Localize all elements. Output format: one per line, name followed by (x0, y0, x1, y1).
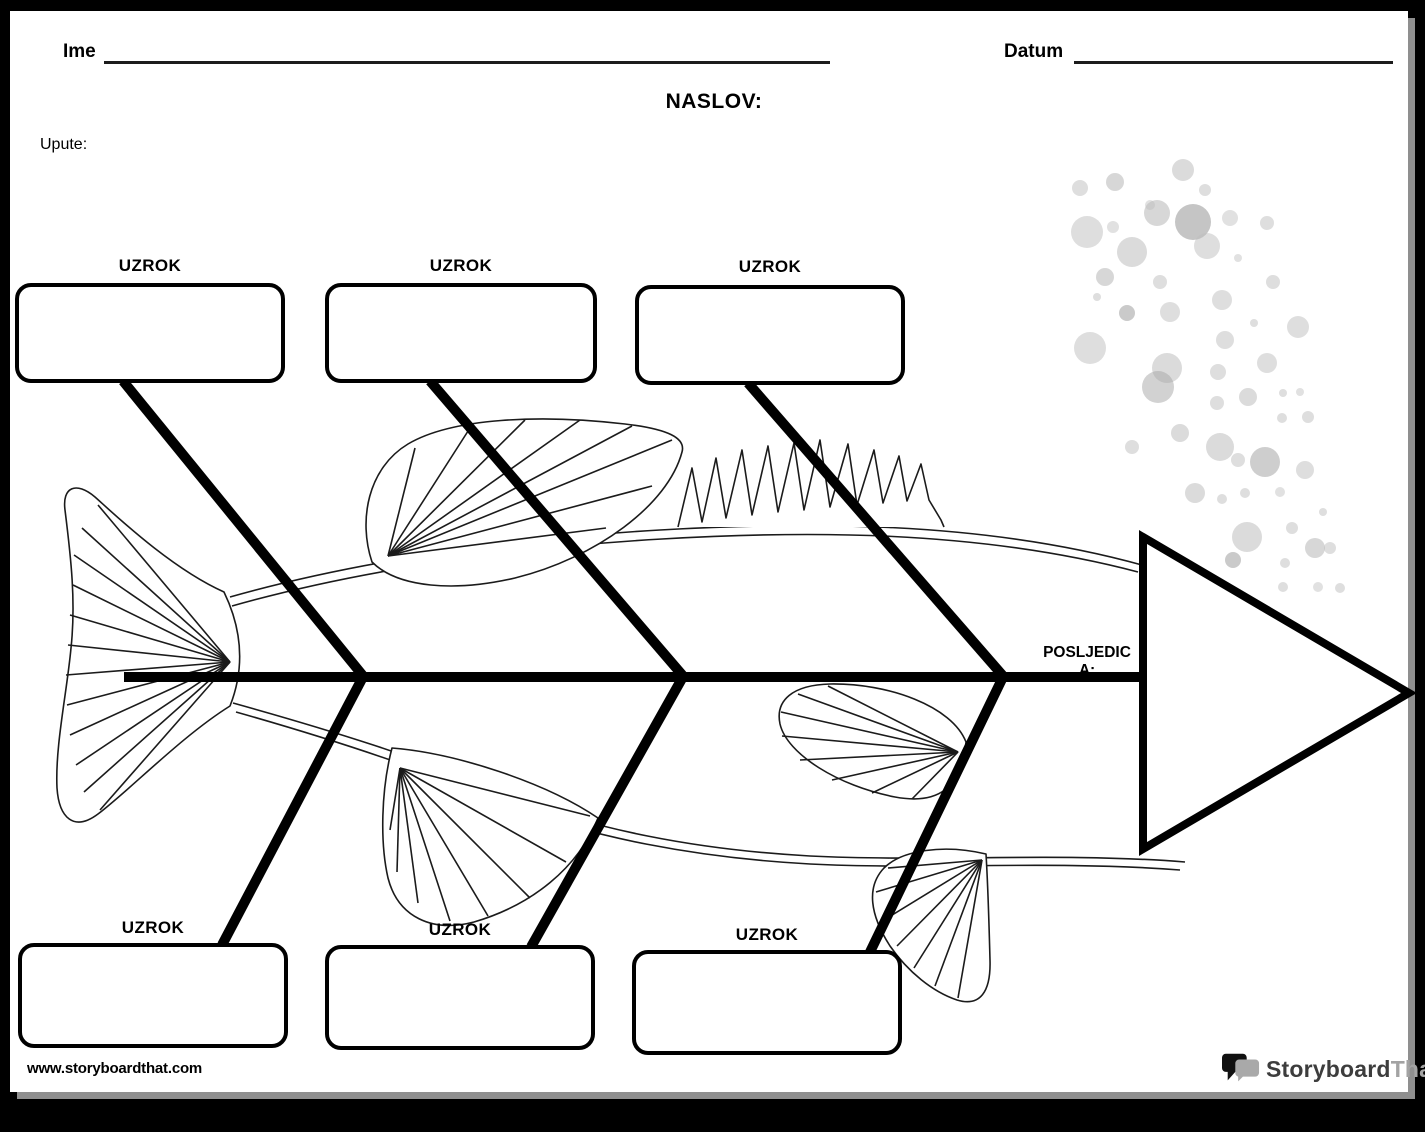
pectoral-fin-rays (780, 685, 959, 800)
cause-box-top-3[interactable] (635, 285, 905, 385)
footer-website-url: www.storyboardthat.com (27, 1060, 203, 1077)
instructions-label: Upute: (40, 136, 88, 153)
logo-text-secondary: That (1390, 1055, 1425, 1082)
anal-fin-rays (875, 859, 983, 999)
tail-fin-rays (65, 504, 231, 811)
cause-label-bottom-2: UZROK (428, 920, 492, 939)
storyboardthat-logo: StoryboardThat (1222, 1051, 1425, 1087)
pelvic-fin-rays (389, 767, 591, 922)
name-line[interactable] (104, 61, 830, 64)
cause-label-top-3: UZROK (738, 257, 802, 276)
cause-box-top-2[interactable] (325, 283, 597, 383)
cause-label-bottom-1: UZROK (121, 918, 185, 937)
speech-bubbles-icon (1222, 1053, 1260, 1082)
date-line[interactable] (1074, 61, 1393, 64)
fishbone-rib-bottom-3 (865, 672, 1009, 955)
fishbone-ribs (119, 377, 1009, 955)
fish-skeleton-illustration (55, 418, 1186, 1003)
cause-label-bottom-3: UZROK (735, 925, 799, 944)
logo-text-primary: Storyboard (1266, 1055, 1391, 1082)
page-title: NASLOV: (665, 90, 763, 113)
cause-label-top-1: UZROK (118, 256, 182, 275)
bubbles-decoration (1071, 159, 1345, 593)
cause-box-bottom-2[interactable] (325, 945, 595, 1050)
cause-label-top-2: UZROK (429, 256, 493, 275)
cause-box-bottom-1[interactable] (18, 943, 288, 1048)
cause-box-top-1[interactable] (15, 283, 285, 383)
name-label: Ime (63, 41, 96, 62)
effect-arrow (1139, 530, 1417, 856)
fishbone-rib-top-3 (744, 379, 1008, 681)
fishbone-rib-top-1 (119, 377, 368, 681)
fishbone-rib-bottom-1 (217, 672, 369, 948)
date-label: Datum (1004, 41, 1064, 62)
fishbone-rib-top-2 (426, 377, 688, 681)
fishbone-rib-bottom-2 (526, 672, 689, 950)
cause-box-bottom-3[interactable] (632, 950, 902, 1055)
effect-label: POSLJEDICA: (1043, 644, 1131, 679)
